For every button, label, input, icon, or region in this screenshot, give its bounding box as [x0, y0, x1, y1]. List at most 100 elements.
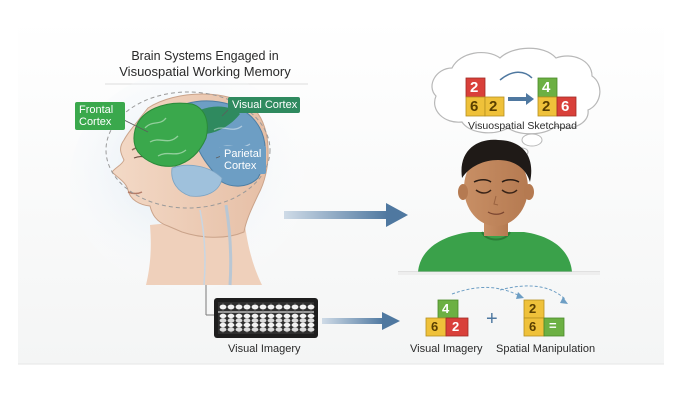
child-brows: [473, 179, 520, 183]
g2-digit-bl: 6: [529, 319, 537, 334]
child-nose: [493, 195, 499, 206]
frontal-cortex-label: Frontal Cortex: [79, 104, 113, 128]
abacus-bead: [235, 313, 243, 319]
abacus-bead: [299, 318, 307, 323]
bottom-arrow: [322, 312, 400, 330]
frontal-label-line-1: Frontal: [79, 104, 114, 116]
abacus-bead: [283, 327, 291, 332]
abacus-bead: [275, 322, 283, 328]
abacus-bead: [267, 304, 275, 310]
child-eye-right: [501, 189, 518, 194]
gyri-lines: [144, 117, 255, 165]
sketchpad-arrow-shaft: [508, 97, 526, 101]
abacus-bead: [227, 304, 235, 310]
frontal-cortex-region: [133, 102, 208, 167]
abacus-bead: [283, 318, 291, 323]
abacus-bead: [259, 318, 267, 323]
title-line-2: Visuospatial Working Memory: [119, 64, 291, 79]
sketchpad-caption: Visuospatial Sketchpad: [468, 120, 577, 132]
abacus-bead: [299, 313, 307, 319]
abacus-bead: [219, 304, 227, 310]
plus-sign: +: [486, 308, 498, 330]
visual-cortex-label: Visual Cortex: [232, 99, 298, 111]
abacus-bead: [267, 322, 275, 328]
abacus-bead: [243, 313, 251, 319]
abacus-bead: [251, 304, 259, 310]
child-eye-left: [475, 189, 492, 194]
abacus-bead: [219, 327, 227, 332]
block-yellow-right: [484, 96, 505, 117]
abacus-bead: [251, 322, 259, 328]
center-arrow-shaft: [284, 211, 388, 219]
temporal-region: [171, 164, 223, 197]
abacus-bead: [227, 313, 235, 319]
parietal-cortex-label: Parietal Cortex: [224, 148, 261, 172]
visual-cortex-region: [198, 106, 240, 134]
sketch-right-digit-top: 4: [542, 79, 551, 96]
group1-caption: Visual Imagery: [410, 343, 483, 355]
abacus-bead: [283, 313, 291, 319]
abacus-bead: [307, 313, 315, 319]
child-ear-right: [524, 184, 534, 200]
title-line-1: Brain Systems Engaged in: [131, 49, 279, 63]
thought-bubble-1: [521, 133, 543, 147]
abacus-bead: [275, 327, 283, 332]
parietal-label-line-2: Cortex: [224, 160, 257, 172]
g1-digit-bl: 6: [431, 319, 439, 334]
g1-digit-br: 2: [452, 319, 460, 334]
bottom-arrow-head: [382, 312, 400, 330]
abacus-bead: [307, 327, 315, 332]
group1-blocks: [425, 299, 469, 337]
green-shirt: [418, 232, 572, 272]
g2-block-green: [543, 317, 565, 337]
g2-digit-top: 2: [529, 301, 537, 316]
parietal-label-line-1: Parietal: [224, 148, 262, 160]
abacus-bead: [267, 327, 275, 332]
sketch-left-digit-bl: 6: [470, 98, 479, 115]
abacus-bead: [259, 322, 267, 328]
abacus-bead: [219, 322, 227, 328]
abacus-bead: [275, 304, 283, 310]
abacus-bead: [275, 318, 283, 323]
abacus-bead: [243, 304, 251, 310]
abacus-bead: [251, 313, 259, 319]
child-hair: [461, 139, 532, 182]
visual-label-box: [228, 97, 300, 113]
abacus-bead: [243, 318, 251, 323]
sketch-right-digit-bl: 2: [542, 98, 551, 115]
abacus-bead: [291, 318, 299, 323]
center-arrow: [284, 203, 408, 227]
group2-caption: Spatial Manipulation: [496, 343, 596, 355]
thought-cloud: [431, 47, 601, 157]
bottom-arrow-shaft: [322, 318, 384, 324]
center-arrow-head: [386, 203, 408, 227]
abacus-caption: Visual Imagery: [228, 343, 301, 355]
parietal-label-box: [220, 146, 266, 174]
block-red-bottom: [556, 96, 577, 117]
abacus-bead: [299, 327, 307, 332]
abacus-bead: [227, 322, 235, 328]
frontal-label-box: [75, 102, 125, 130]
sketchpad-right-stack: [537, 77, 577, 117]
abacus-bead: [243, 327, 251, 332]
g1-block-red: [445, 317, 469, 337]
abacus-bead: [259, 313, 267, 319]
abacus-bead: [227, 327, 235, 332]
neck-line: [199, 209, 206, 286]
mouth: [127, 191, 143, 195]
frontal-label-line-2: Cortex: [79, 116, 112, 128]
dashed-arc-right-head: [560, 297, 568, 304]
abacus-bead: [251, 327, 259, 332]
sketch-left-digit-br: 2: [489, 98, 498, 115]
abacus-bead: [219, 313, 227, 319]
child-mouth: [487, 211, 505, 215]
child-figure: [418, 139, 572, 272]
table-edge: [398, 272, 600, 275]
abacus-bead: [259, 327, 267, 332]
abacus-bead: [299, 304, 307, 310]
abacus: [214, 298, 318, 338]
abacus-bead: [235, 318, 243, 323]
abacus-bead: [291, 327, 299, 332]
abacus-bead: [307, 322, 315, 328]
